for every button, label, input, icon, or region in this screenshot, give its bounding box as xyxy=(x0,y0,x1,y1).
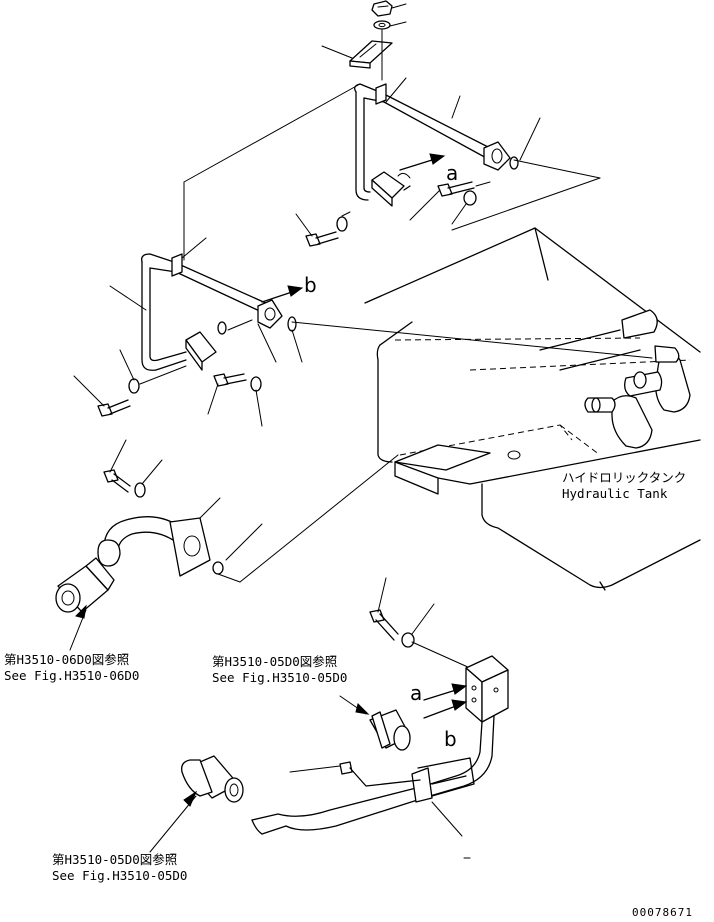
center-bolt-set xyxy=(207,373,263,427)
ref-left-jp: 第H3510-06D0図参照 xyxy=(4,652,129,667)
upper-bolt-set xyxy=(409,181,491,225)
tank-label-en: Hydraulic Tank xyxy=(562,486,668,501)
top-bracket-hardware xyxy=(321,0,407,81)
lower-bolt-set xyxy=(369,577,471,669)
drawing-code: 00078671 xyxy=(632,906,693,919)
mid-bolt-set xyxy=(295,211,351,247)
arrow-letter-a-lower: a xyxy=(410,681,422,705)
ref-bottom-en: See Fig.H3510-05D0 xyxy=(52,868,187,883)
ref-right-jp: 第H3510-05D0図参照 xyxy=(212,654,337,669)
ref-bottom-jp: 第H3510-05D0図参照 xyxy=(52,852,177,867)
arrow-letter-b-lower: b xyxy=(444,727,457,751)
arrow-a-lower: a xyxy=(410,681,468,705)
ref-left-en: See Fig.H3510-06D0 xyxy=(4,668,139,683)
arrow-letter-b-mid: b xyxy=(304,273,317,297)
lower-block-fitting xyxy=(251,655,509,859)
ref-right-en: See Fig.H3510-05D0 xyxy=(212,670,347,685)
middle-pipe-b xyxy=(109,237,653,371)
bottom-adapter xyxy=(149,755,244,853)
arrow-letter-a-top: a xyxy=(446,161,458,185)
routing-line-tank xyxy=(451,177,601,231)
elbow-fitting xyxy=(97,454,399,583)
upper-pipe-a xyxy=(354,77,541,207)
left-bolt-set xyxy=(73,349,187,417)
left-adapter xyxy=(55,557,115,651)
routing-line-oring xyxy=(513,159,601,179)
routing-line-upper xyxy=(183,83,361,183)
arrow-b-lower: b xyxy=(423,699,468,751)
middle-adapter xyxy=(339,695,411,751)
hydraulic-tank xyxy=(364,227,701,591)
arrow-a-top: a xyxy=(399,153,458,185)
arrow-b-mid: b xyxy=(261,273,317,303)
tank-label-jp: ハイドロリックタンク xyxy=(562,470,686,485)
elbow-bolt-set xyxy=(103,439,163,498)
